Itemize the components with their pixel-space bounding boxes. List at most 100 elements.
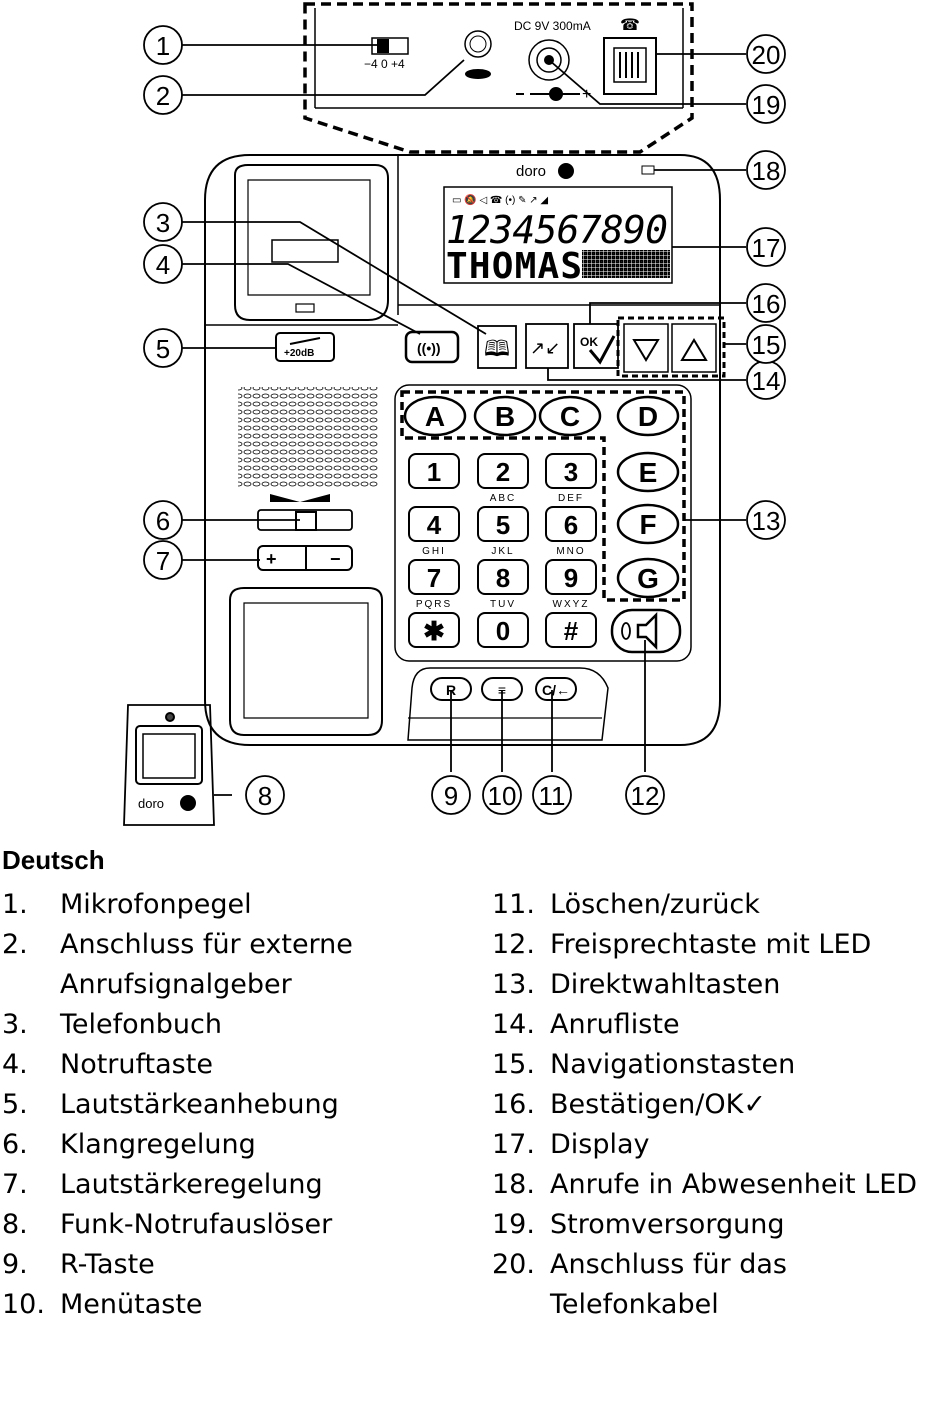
keypad-key-1[interactable]: 1 xyxy=(408,453,460,489)
svg-text:PQRS: PQRS xyxy=(416,599,452,610)
svg-text:DEF: DEF xyxy=(558,493,584,504)
svg-text:0: 0 xyxy=(496,616,510,646)
legend-item-number: 15. xyxy=(492,1049,535,1080)
callout-11: 11 xyxy=(532,775,572,815)
svg-text:6: 6 xyxy=(564,510,578,540)
svg-text:+: + xyxy=(266,549,277,569)
svg-text:↗↙: ↗↙ xyxy=(530,338,560,358)
legend-item-number: 18. xyxy=(492,1169,535,1200)
direct-key-d[interactable]: D xyxy=(616,395,680,437)
legend-item-text: Bestätigen/OK✓ xyxy=(550,1089,766,1120)
pendant-button[interactable] xyxy=(135,725,203,785)
phone-line-socket[interactable] xyxy=(603,37,657,95)
nav-up-button[interactable] xyxy=(671,323,717,373)
callout-6: 6 xyxy=(143,500,183,540)
svg-text:4: 4 xyxy=(427,510,442,540)
svg-text:C/←: C/← xyxy=(542,682,570,698)
legend-item-number: 19. xyxy=(492,1209,535,1240)
direct-key-f[interactable]: F xyxy=(616,503,680,545)
callout-17: 17 xyxy=(746,227,786,267)
svg-text:12: 12 xyxy=(631,781,660,811)
legend-item-number: 8. xyxy=(2,1209,28,1240)
legend-item-number: 7. xyxy=(2,1169,28,1200)
callout-14: 14 xyxy=(746,360,786,400)
boost-button[interactable]: +20dB xyxy=(275,332,335,362)
legend-item: 7.Lautstärkeregelung xyxy=(2,1165,422,1205)
direct-key-e[interactable]: E xyxy=(616,451,680,493)
svg-text:16: 16 xyxy=(752,289,781,319)
legend-item: 2.Anschluss für externe Anrufsignalgeber xyxy=(2,925,422,1005)
volume-rocker[interactable]: + − xyxy=(257,545,353,571)
svg-text:7: 7 xyxy=(427,563,441,593)
legend-item-number: 12. xyxy=(492,929,535,960)
external-signal-jack[interactable] xyxy=(464,30,492,58)
call-list-button[interactable]: ↗↙ xyxy=(525,323,569,369)
mic-level-switch[interactable] xyxy=(371,37,409,55)
svg-text:2: 2 xyxy=(156,81,170,111)
legend-item-text: R-Taste xyxy=(60,1249,155,1280)
speakerphone-button[interactable] xyxy=(610,608,682,654)
svg-text:1: 1 xyxy=(156,31,170,61)
callout-1: 1 xyxy=(143,25,183,65)
direct-key-c[interactable]: C xyxy=(538,395,602,437)
power-jack[interactable] xyxy=(528,39,570,81)
bottom-keys: R≡C/← xyxy=(430,677,577,701)
svg-text:F: F xyxy=(639,509,656,540)
keypad-key-12[interactable]: # xyxy=(545,612,597,648)
svg-text:E: E xyxy=(639,457,658,488)
display-digits: 1234567890 xyxy=(446,208,668,252)
callout-19: 19 xyxy=(746,84,786,124)
svg-text:18: 18 xyxy=(752,156,781,186)
callout-3: 3 xyxy=(143,202,183,242)
ok-button[interactable]: OK xyxy=(573,323,619,369)
phonebook-button[interactable]: 🕮 xyxy=(477,325,517,369)
legend-item-text: Lautstärkeanhebung xyxy=(60,1089,339,1120)
callout-7: 7 xyxy=(143,540,183,580)
svg-text:TUV: TUV xyxy=(490,599,516,610)
legend-item-text: Funk-Notrufauslöser xyxy=(60,1209,333,1240)
callout-8: 8 xyxy=(245,775,285,815)
legend-item: 9.R-Taste xyxy=(2,1245,422,1285)
svg-text:8: 8 xyxy=(496,563,510,593)
legend-item: 19.Stromversorgung xyxy=(492,1205,942,1245)
legend-item-number: 3. xyxy=(2,1009,28,1040)
keypad-key-10[interactable]: ✱ xyxy=(408,612,460,648)
svg-text:20: 20 xyxy=(752,40,781,70)
legend-item-text: Anrufe in Abwesenheit LED xyxy=(550,1169,918,1200)
svg-text:🕮: 🕮 xyxy=(484,336,510,361)
legend-item: 1.Mikrofonpegel xyxy=(2,885,422,925)
svg-text:3: 3 xyxy=(156,208,170,238)
nav-down-button[interactable] xyxy=(623,323,669,373)
legend-item-number: 10. xyxy=(2,1289,45,1320)
svg-text:▭ 🔕 ◁ ☎ (•) ✎ ↗ ◢: ▭ 🔕 ◁ ☎ (•) ✎ ↗ ◢ xyxy=(452,193,548,206)
legend-item: 14.Anrufliste xyxy=(492,1005,942,1045)
keypad-key-11[interactable]: 0 xyxy=(477,612,529,648)
legend-item-number: 13. xyxy=(492,969,535,1000)
clear-back-key[interactable]: C/← xyxy=(535,677,577,701)
rear-panel: −4 0 +4 DC 9V 300mA + ☎ xyxy=(303,2,694,154)
svg-text:13: 13 xyxy=(752,506,781,536)
legend-item-text: Navigationstasten xyxy=(550,1049,796,1080)
phone-diagram: −4 0 +4 DC 9V 300mA + ☎ xyxy=(123,2,786,826)
callout-2: 2 xyxy=(143,75,183,115)
svg-text:2: 2 xyxy=(496,457,510,487)
direct-key-g[interactable]: G xyxy=(616,557,680,599)
emergency-button[interactable]: ((•)) xyxy=(404,330,460,364)
svg-text:5: 5 xyxy=(156,334,170,364)
direct-key-a[interactable]: A xyxy=(403,395,467,437)
svg-text:5: 5 xyxy=(496,510,510,540)
legend-item-number: 16. xyxy=(492,1089,535,1120)
svg-text:((•)): ((•)) xyxy=(417,340,441,356)
svg-text:OK: OK xyxy=(580,335,598,349)
direct-key-b[interactable]: B xyxy=(473,395,537,437)
